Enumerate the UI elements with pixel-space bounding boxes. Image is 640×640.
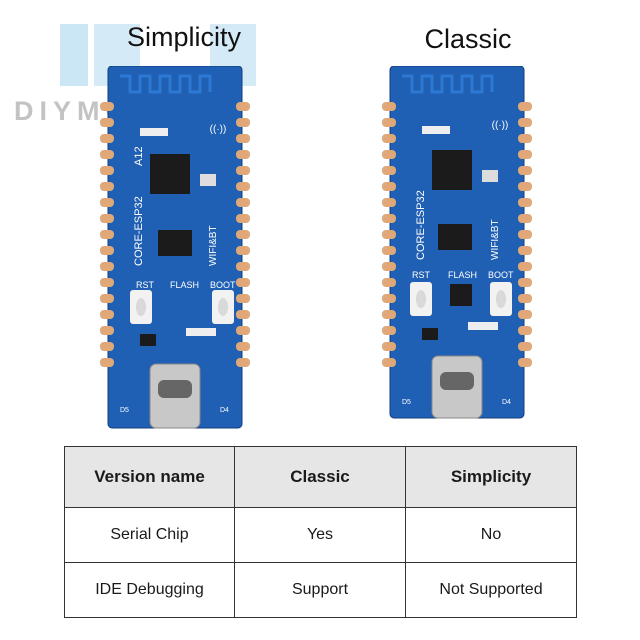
header-simplicity: Simplicity [405,446,577,508]
table-row: IDE Debugging Support Not Supported [64,561,577,619]
classic-board-image: ((·)) CORE-ESP32 WIFI&BT RST FLASH BOOT … [382,66,532,419]
classic-title: Classic [424,24,512,54]
row-label-ide-debugging: IDE Debugging [64,561,235,619]
serial-chip [450,284,472,306]
row-label-serial-chip: Serial Chip [64,506,235,563]
rst-label: RST [136,280,155,290]
cell-simplicity-serial-chip: No [405,506,577,563]
d5-label: D5 [402,399,411,406]
chip-label: CORE-ESP32 [415,190,427,260]
d4-label: D4 [502,399,511,406]
simplicity-title: Simplicity [126,22,241,52]
comparison-table: Version name Classic Simplicity Serial C… [64,446,577,619]
svg-text:((·)): ((·)) [492,120,509,131]
cell-classic-serial-chip: Yes [234,506,406,563]
rst-label: RST [412,270,431,280]
chip-label: CORE-ESP32 [133,196,145,266]
svg-text:((·)): ((·)) [210,124,227,135]
table-row: Serial Chip Yes No [64,506,577,563]
watermark-logo [60,24,256,86]
flash-label: FLASH [170,280,199,290]
header-classic: Classic [234,446,406,508]
boot-label: BOOT [210,280,236,290]
d5-label: D5 [120,407,129,414]
cell-classic-ide-debugging: Support [234,561,406,619]
simplicity-board-image: ((·)) CORE-ESP32 A12 WIFI&BT RST FLASH B… [100,66,250,429]
boot-label: BOOT [488,270,514,280]
flash-label: FLASH [448,270,477,280]
wifi-label: WIFI&BT [490,219,501,260]
table-header-row: Version name Classic Simplicity [64,446,577,508]
header-version-name: Version name [64,446,235,508]
d4-label: D4 [220,407,229,414]
cell-simplicity-ide-debugging: Not Supported [405,561,577,619]
model-label: A12 [133,146,145,166]
wifi-label: WIFI&BT [208,225,219,266]
